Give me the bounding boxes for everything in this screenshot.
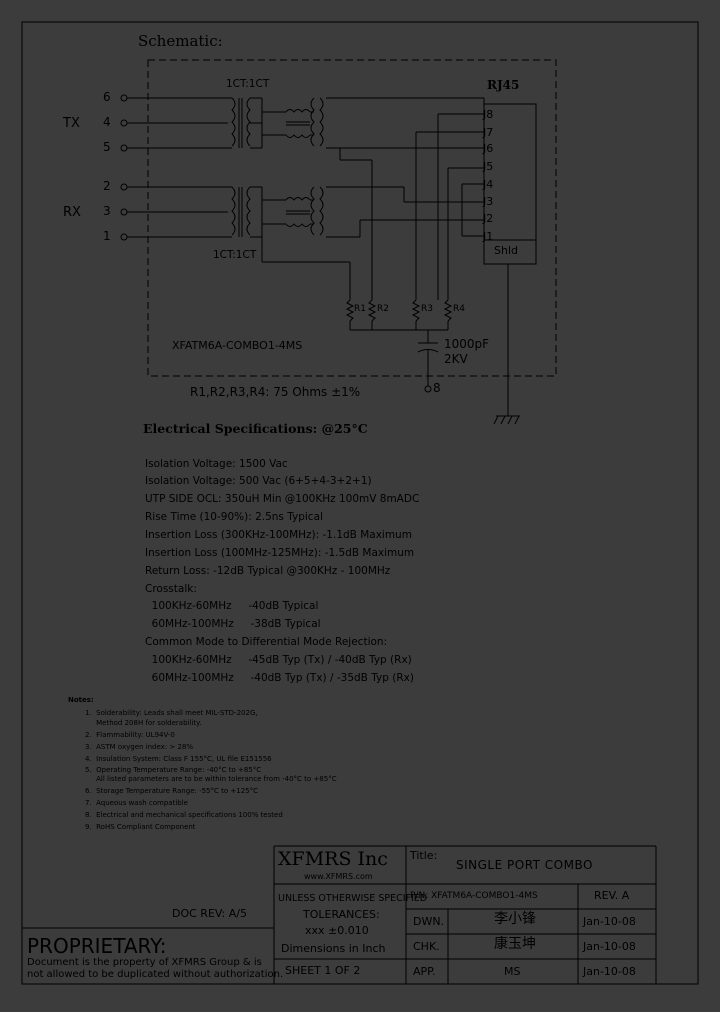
note-item: Method 208H for solderability. [85, 719, 202, 727]
tx-label: TX [63, 116, 80, 131]
shield-label: Shld [494, 244, 518, 257]
spec-line: 60MHz-100MHz -38dB Typical [145, 618, 321, 630]
proprietary-heading: PROPRIETARY: [27, 934, 167, 958]
drawn-date: Jan-10-08 [583, 915, 636, 928]
doc-revision: DOC REV: A/5 [172, 907, 247, 920]
drawn-label: DWN. [413, 915, 445, 928]
jack-j3: J3 [483, 195, 494, 208]
company-website: www.XFMRS.com [304, 872, 373, 881]
ct-ratio-bottom: 1CT:1CT [213, 249, 257, 261]
note-item: 8. Electrical and mechanical specificati… [85, 811, 283, 819]
ct-ratio-top: 1CT:1CT [226, 78, 270, 90]
note-item: 3. ASTM oxygen index: > 28% [85, 743, 194, 751]
pin-2: 2 [103, 179, 111, 193]
spec-line: Common Mode to Differential Mode Rejecti… [145, 636, 388, 648]
jack-j2: J2 [483, 212, 494, 225]
jack-j7: J7 [483, 126, 494, 139]
note-item: 7. Aqueous wash compatible [85, 799, 188, 807]
spec-line: 60MHz-100MHz -40dB Typ (Tx) / -35dB Typ … [145, 672, 414, 684]
schematic-heading: Schematic: [138, 32, 223, 50]
tolerance-value: xxx ±0.010 [305, 924, 369, 937]
spec-line: Insertion Loss (100MHz-125MHz): -1.5dB M… [145, 547, 415, 559]
resistor-r4: R4 [453, 304, 465, 314]
tolerances-label: TOLERANCES: [303, 908, 380, 921]
drawing-border [21, 21, 699, 985]
capacitor-value: 1000pF [444, 337, 490, 351]
jack-j1: J1 [483, 230, 494, 243]
unless-specified: UNLESS OTHERWISE SPECIFIED [278, 893, 428, 904]
pin-6: 6 [103, 90, 111, 104]
spec-line: Isolation Voltage: 500 Vac (6+5+4-3+2+1) [145, 475, 372, 487]
approved-label: APP. [413, 965, 436, 978]
note-item: 1. Solderability: Leads shall meet MIL-S… [85, 709, 258, 717]
pin-3: 3 [103, 204, 111, 218]
notes-heading: Notes: [68, 696, 94, 704]
checked-date: Jan-10-08 [583, 940, 636, 953]
jack-j6: J6 [483, 142, 494, 155]
spec-line: Crosstalk: [145, 583, 197, 595]
title-label: Title: [410, 849, 438, 862]
resistor-note: R1,R2,R3,R4: 75 Ohms ±1% [190, 385, 361, 399]
resistor-r1: R1 [354, 304, 366, 314]
part-number: P/N: XFATM6A-COMBO1-4MS [410, 891, 538, 901]
spec-line: Isolation Voltage: 1500 Vac [145, 458, 288, 470]
note-item: 9. RoHS Compliant Component [85, 823, 196, 831]
spec-line: UTP SIDE OCL: 350uH Min @100KHz 100mV 8m… [145, 493, 420, 505]
proprietary-text-1: Document is the property of XFMRS Group … [27, 957, 262, 968]
dimensions-unit: Dimensions in Inch [281, 942, 386, 955]
rj45-connector [483, 103, 537, 265]
checked-by: 康玉坤 [494, 936, 536, 952]
pin-8: 8 [433, 381, 441, 395]
drawn-by: 李小锋 [494, 911, 536, 927]
note-item: All listed parameters are to be within t… [85, 775, 337, 783]
note-item: 4. Insulation System: Class F 155°C, UL … [85, 755, 272, 763]
spec-line: Return Loss: -12dB Typical @300KHz - 100… [145, 565, 391, 577]
note-item: 2. Flammability: UL94V-0 [85, 731, 175, 739]
capacitor-voltage: 2KV [444, 352, 468, 366]
module-outline [147, 59, 557, 377]
pin-5: 5 [103, 140, 111, 154]
sheet-number: SHEET 1 OF 2 [285, 964, 361, 977]
jack-j5: J5 [483, 160, 494, 173]
spec-line: Insertion Loss (300KHz-100MHz): -1.1dB M… [145, 529, 412, 541]
drawing-title: SINGLE PORT COMBO [456, 858, 593, 872]
note-item: 6. Storage Temperature Range: -55°C to +… [85, 787, 258, 795]
checked-label: CHK. [413, 940, 440, 953]
revision: REV. A [594, 889, 630, 902]
proprietary-text-2: not allowed to be duplicated without aut… [27, 969, 284, 980]
spec-line: 100KHz-60MHz -45dB Typ (Tx) / -40dB Typ … [145, 654, 412, 666]
electrical-heading: Electrical Specifications: @25°C [143, 421, 368, 436]
resistor-r2: R2 [377, 304, 389, 314]
company-name: XFMRS Inc [278, 848, 388, 870]
rj45-title: RJ45 [487, 78, 520, 92]
note-item: 5. Operating Temperature Range: -40°C to… [85, 766, 262, 774]
resistor-r3: R3 [421, 304, 433, 314]
rx-label: RX [63, 205, 81, 220]
part-label: XFATM6A-COMBO1-4MS [172, 339, 303, 352]
approved-date: Jan-10-08 [583, 965, 636, 978]
pin-4: 4 [103, 115, 111, 129]
jack-j8: J8 [483, 108, 494, 121]
pin-1: 1 [103, 229, 111, 243]
jack-j4: J4 [483, 178, 494, 191]
approved-by: MS [504, 965, 521, 978]
spec-line: 100KHz-60MHz -40dB Typical [145, 600, 319, 612]
spec-line: Rise Time (10-90%): 2.5ns Typical [145, 511, 323, 523]
